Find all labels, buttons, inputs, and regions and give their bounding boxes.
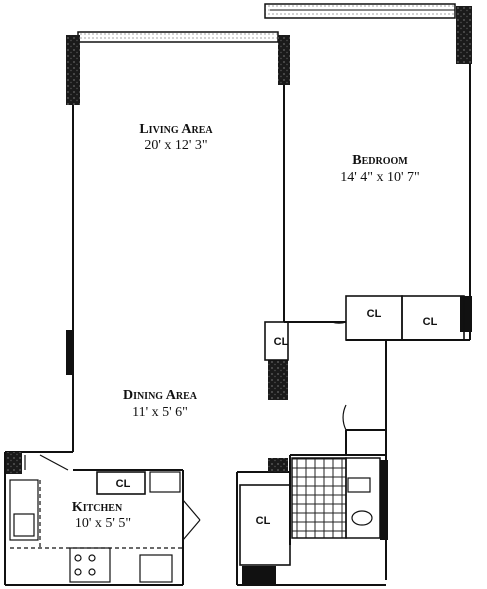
- doors: [24, 321, 347, 541]
- kitchen-fixtures: [9, 471, 183, 583]
- kitchen-dims: 10' x 5' 5": [75, 516, 131, 531]
- living-area-dims: 20' x 12' 3": [144, 138, 207, 153]
- bathtub: [345, 457, 381, 539]
- sink: [351, 510, 373, 526]
- columns: [6, 6, 472, 585]
- toilet: [347, 477, 371, 493]
- closet-label-kitchen: CL: [116, 478, 131, 490]
- closet-label-bedroom-right: CL: [423, 316, 438, 328]
- bathroom-tiles: [291, 457, 347, 539]
- closet-label-hall: CL: [274, 336, 289, 348]
- bedroom-dims: 14' 4" x 10' 7": [340, 170, 419, 185]
- closet-label-bath: CL: [256, 515, 271, 527]
- dining-area-name: Dining Area: [123, 388, 198, 403]
- bedroom-name: Bedroom: [352, 153, 408, 168]
- closets: [96, 295, 465, 566]
- living-area-name: Living Area: [139, 122, 213, 137]
- dining-area-dims: 11' x 5' 6": [132, 405, 188, 420]
- kitchen-name: Kitchen: [72, 500, 123, 515]
- closet-label-bedroom-left: CL: [367, 308, 382, 320]
